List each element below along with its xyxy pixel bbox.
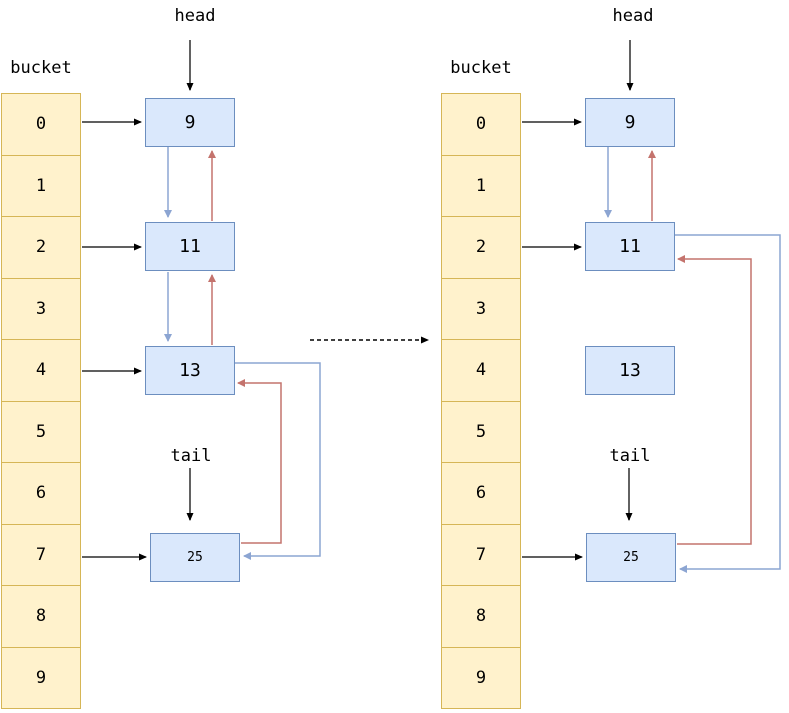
right-bucket-cell-1: 1	[442, 156, 520, 217]
left-bucket-cell-5: 5	[2, 402, 80, 463]
left-bucket-cell-1: 1	[2, 156, 80, 217]
right-bucket-cell-8: 8	[442, 586, 520, 648]
right-head-label: head	[612, 6, 654, 26]
left-bucket-array: 0 1 2 3 4 5 6 7 8 9	[1, 93, 81, 709]
right-prev-link-25-11	[677, 255, 752, 545]
right-bucket-label: bucket	[450, 58, 512, 78]
right-tail-label: tail	[609, 446, 651, 466]
left-node-11: 11	[145, 222, 235, 271]
left-prev-link-25-13	[237, 379, 282, 544]
left-bucket-cell-7: 7	[2, 525, 80, 586]
right-node-13-detached: 13	[585, 346, 675, 395]
right-bucket-cell-6: 6	[442, 463, 520, 525]
left-bucket-cell-2: 2	[2, 217, 80, 279]
left-node-9: 9	[145, 98, 235, 147]
right-bucket-cell-3: 3	[442, 279, 520, 340]
left-bucket-cell-9: 9	[35, 667, 47, 688]
left-bucket-cell-8: 8	[2, 586, 80, 648]
left-head-label: head	[174, 6, 216, 26]
left-bucket-label: bucket	[10, 58, 72, 78]
right-next-link-11-25	[675, 234, 781, 573]
right-node-25: 25	[586, 533, 676, 582]
right-node-11: 11	[585, 222, 675, 271]
right-bucket-cell-2: 2	[442, 217, 520, 279]
left-node-25: 25	[150, 533, 240, 582]
right-node-9: 9	[585, 98, 675, 147]
left-bucket-cell-3: 3	[2, 279, 80, 340]
right-bucket-cell-9: 9	[475, 667, 487, 688]
right-bucket-cell-4: 4	[442, 340, 520, 402]
left-tail-label: tail	[170, 446, 212, 466]
right-bucket-cell-0: 0	[442, 94, 520, 156]
right-bucket-cell-7: 7	[442, 525, 520, 586]
left-bucket-cell-6: 6	[2, 463, 80, 525]
right-bucket-cell-5: 5	[442, 402, 520, 463]
left-bucket-cell-4: 4	[2, 340, 80, 402]
right-bucket-array: 0 1 2 3 4 5 6 7 8 9	[441, 93, 521, 709]
left-next-link-13-25	[235, 362, 321, 560]
left-bucket-cell-0: 0	[2, 94, 80, 156]
left-node-13: 13	[145, 346, 235, 395]
